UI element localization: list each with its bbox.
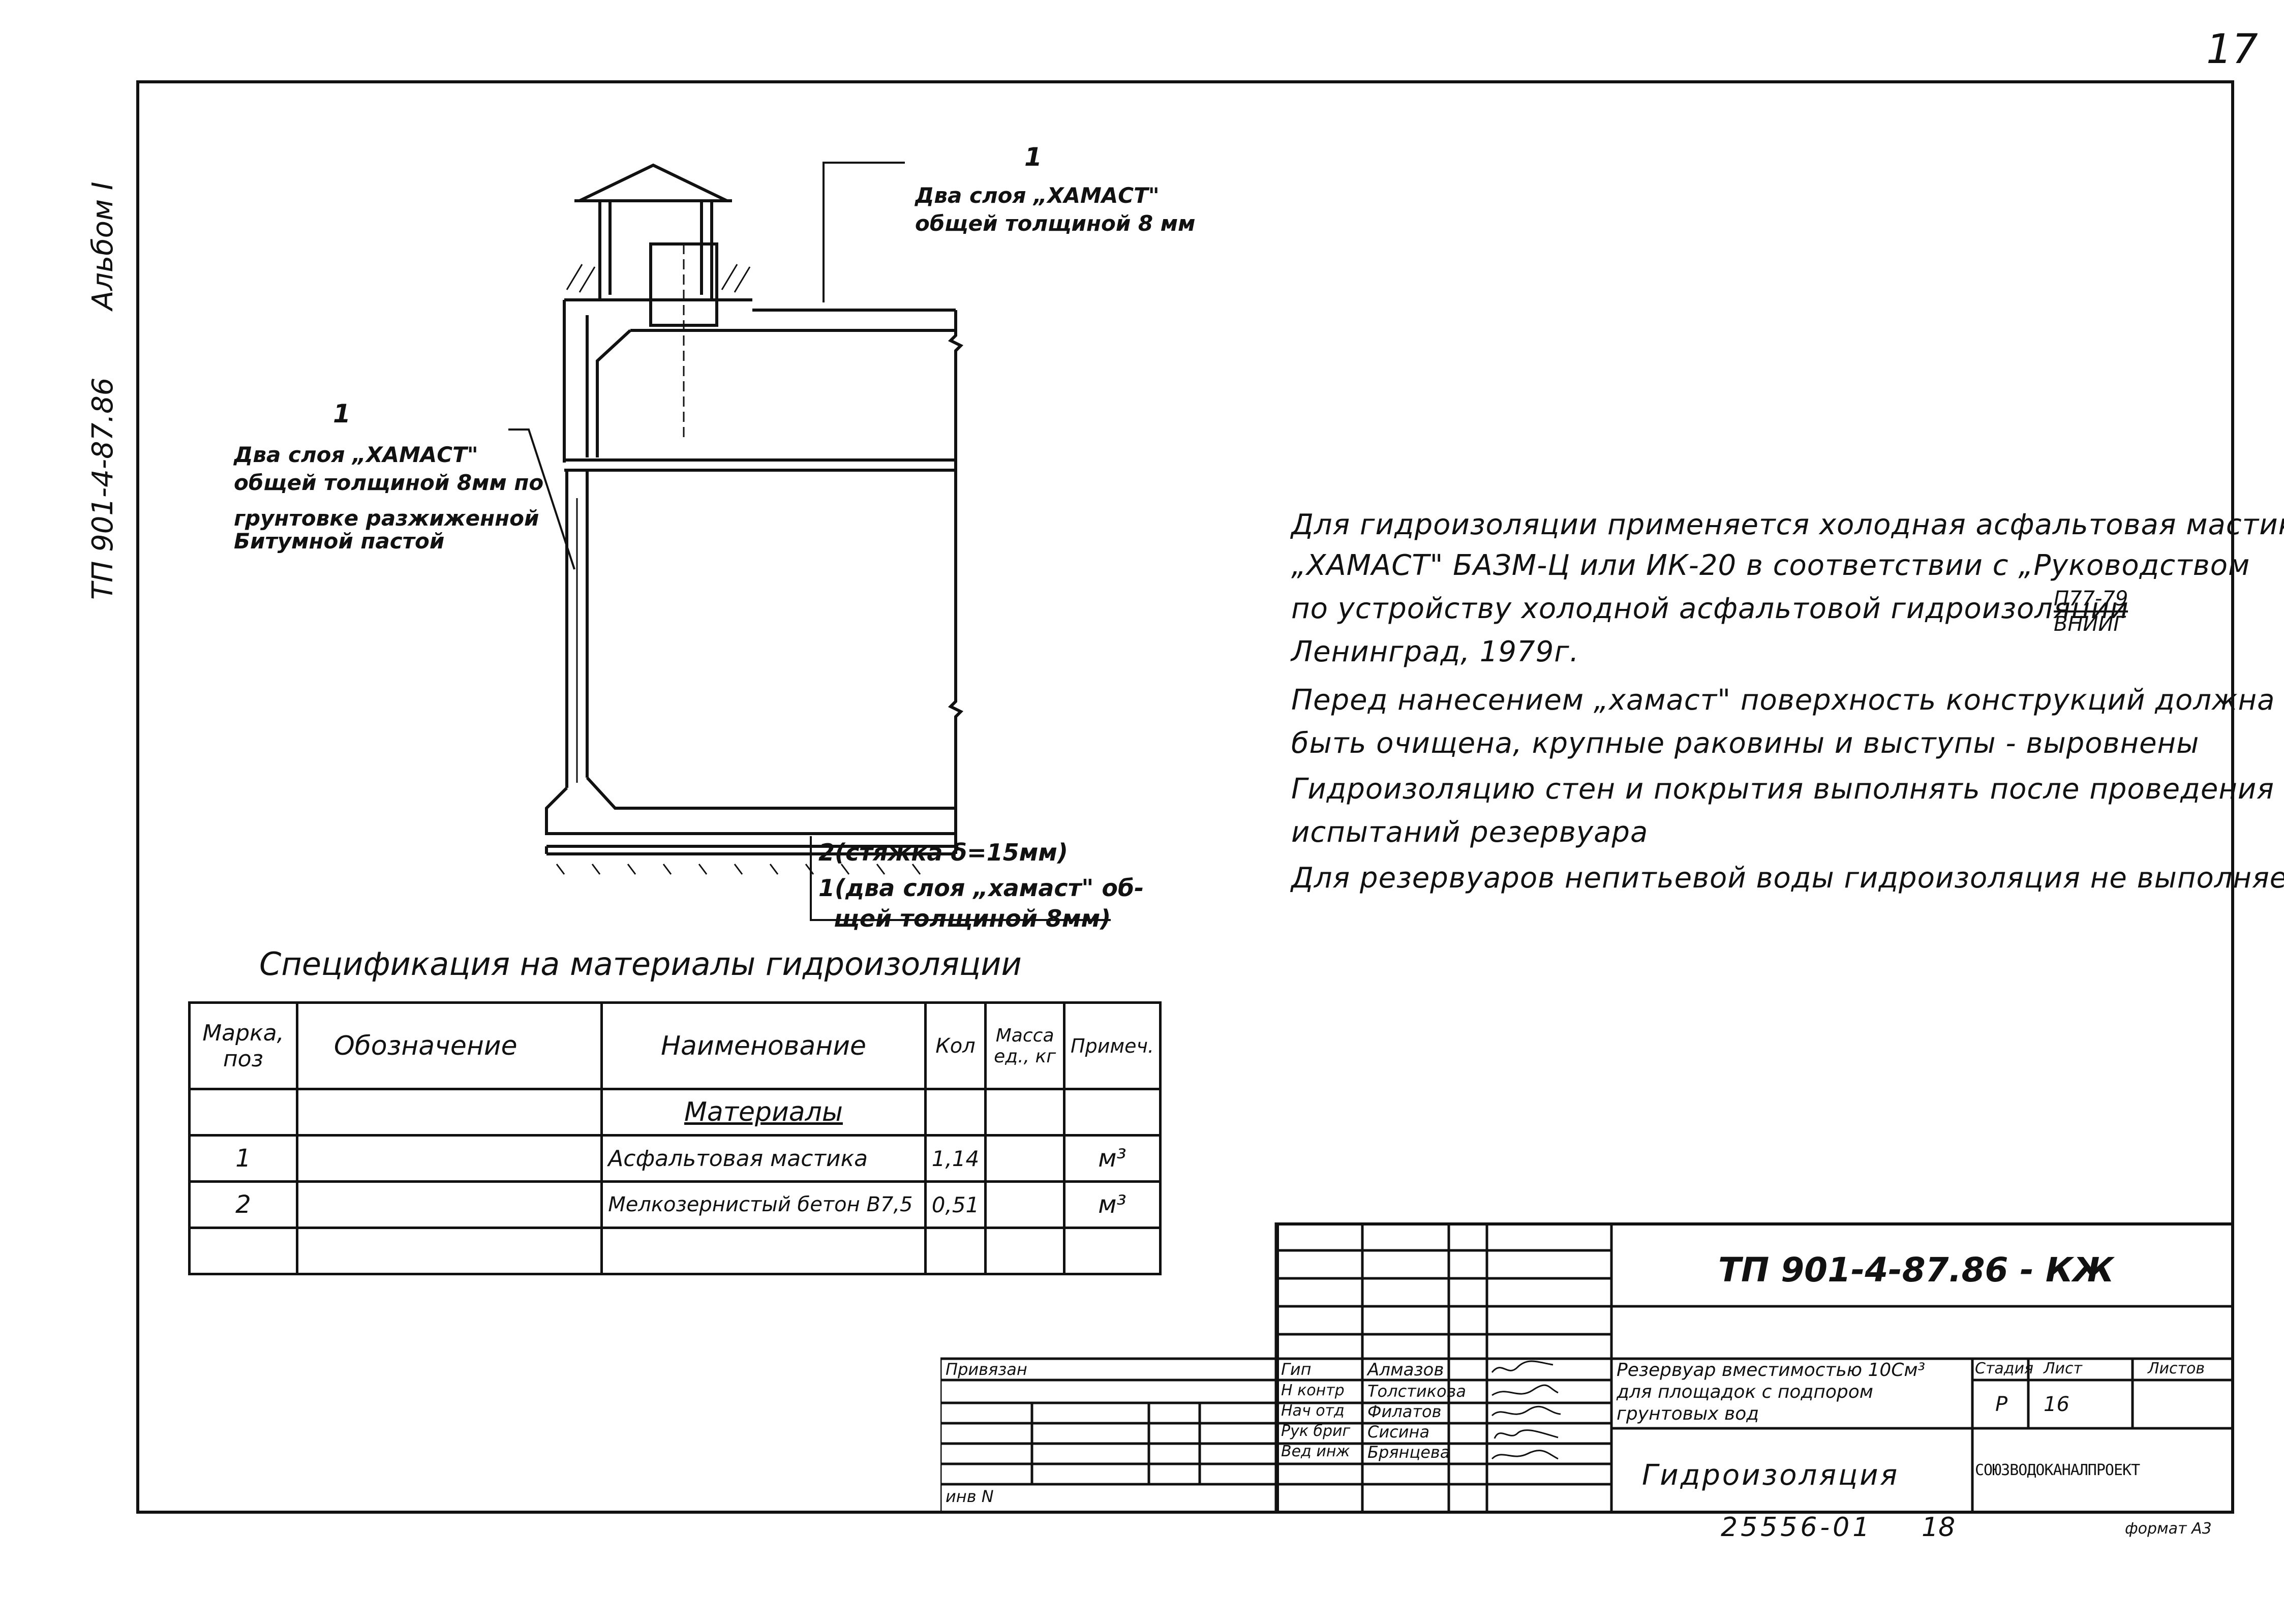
spec-row-designation	[295, 1180, 603, 1229]
sheets-label: Листов	[2148, 1360, 2205, 1377]
name-1: Толстикова	[1367, 1382, 1466, 1401]
callout-left-num: 1	[333, 399, 351, 428]
doc-code: ТП 901-4-87.86 - КЖ	[1718, 1250, 2114, 1290]
project-line-3: грунтовых вод	[1617, 1403, 1759, 1424]
note-line-4: Ленинград, 1979г.	[1291, 635, 1579, 668]
callout-bottom-line1: 2(стяжка δ=15мм)	[818, 839, 1068, 866]
spec-row-qty: 1,14	[924, 1134, 987, 1183]
spec-header-row: Марка, поз Обозначение Наименование Кол …	[188, 1001, 1162, 1090]
reservoir-section-drawing	[508, 162, 1111, 921]
name-3: Сисина	[1367, 1422, 1430, 1442]
spec-row-mass	[984, 1227, 1065, 1275]
note-fraction-top: П77-79	[2054, 587, 2128, 612]
spec-header-name: Наименование	[600, 1001, 927, 1090]
name-4: Брянцева	[1367, 1443, 1450, 1462]
callout-left-line3: грунтовке разжиженной	[234, 506, 539, 531]
table-row: 2 Мелкозернистый бетон В7,5 0,51 м³	[188, 1180, 1162, 1229]
callout-top-line1: Два слоя „ХАМАСТ"	[915, 183, 1160, 208]
stage-label: Стадия	[1975, 1360, 2034, 1377]
callout-left-line2: общей толщиной 8мм по	[234, 470, 544, 495]
note-line-5: Перед нанесением „хамаст" поверхность ко…	[1291, 684, 2275, 717]
callout-left-line4: Битумной пастой	[234, 529, 445, 554]
spec-row-note	[1063, 1227, 1162, 1275]
spec-title: Спецификация на материалы гидроизоляции	[259, 945, 1022, 983]
note-line-6: быть очищена, крупные раковины и выступы…	[1291, 727, 2200, 760]
note-line-2: „ХАМАСТ" БАЗМ-Ц или ИК-20 в соответствии…	[1291, 549, 2250, 582]
spec-row-name: Асфальтовая мастика	[600, 1134, 927, 1183]
note-line-3: по устройству холодной асфальтовой гидро…	[1291, 592, 2129, 625]
spec-row-mass	[984, 1134, 1065, 1183]
spec-row-mark: 2	[188, 1180, 298, 1229]
title-block	[1276, 1222, 2234, 1514]
note-fraction-bottom: ВНИИГ	[2054, 612, 2125, 636]
spec-row-mark	[188, 1227, 298, 1275]
spec-section-row: Материалы	[188, 1088, 1162, 1137]
role-1: Н контр	[1281, 1382, 1345, 1399]
side-album-label: Альбом I	[86, 181, 119, 310]
spec-row-mass	[984, 1180, 1065, 1229]
spec-row-qty	[924, 1227, 987, 1275]
spec-row-designation	[295, 1134, 603, 1183]
bottom-code: 25556-01	[1721, 1512, 1873, 1543]
spec-section-label: Материалы	[600, 1088, 927, 1137]
name-2: Филатов	[1367, 1402, 1442, 1421]
stage-value: Р	[1995, 1393, 2008, 1416]
project-line-2: для площадок с подпором	[1617, 1382, 1873, 1402]
callout-top-line2: общей толщиной 8 мм	[915, 211, 1196, 236]
spec-header-mark: Марка, поз	[188, 1001, 298, 1090]
role-0: Гип	[1281, 1360, 1312, 1379]
inv-label: инв N	[946, 1487, 994, 1506]
spec-row-name	[600, 1227, 927, 1275]
spec-row-designation	[295, 1227, 603, 1275]
project-line-1: Резервуар вместимостью 10См³	[1617, 1360, 1926, 1381]
title-block-grid	[940, 1222, 2234, 1514]
callout-top-num: 1	[1024, 142, 1042, 172]
spec-header-qty: Кол	[924, 1001, 987, 1090]
org-name: СОЮЗВОДОКАНАЛПРОЕКТ	[1975, 1461, 2140, 1479]
name-0: Алмазов	[1367, 1360, 1444, 1380]
signatures	[1491, 1360, 1561, 1460]
table-row	[188, 1227, 1162, 1275]
callout-left-line1: Два слоя „ХАМАСТ"	[234, 442, 478, 467]
sheet-title: Гидроизоляция	[1642, 1459, 1900, 1492]
table-row: 1 Асфальтовая мастика 1,14 м³	[188, 1134, 1162, 1183]
note-line-8: испытаний резервуара	[1291, 816, 1649, 849]
spec-row-name: Мелкозернистый бетон В7,5	[600, 1180, 927, 1229]
format-label: формат А3	[2125, 1520, 2212, 1538]
bound-label: Привязан	[946, 1360, 1027, 1379]
note-line-9: Для резервуаров непитьевой воды гидроизо…	[1291, 862, 2284, 895]
spec-table: Марка, поз Обозначение Наименование Кол …	[188, 1001, 1162, 1275]
spec-header-mass: Масса ед., кг	[984, 1001, 1065, 1090]
side-code-label: ТП 901-4-87.86	[86, 377, 119, 600]
note-line-7: Гидроизоляцию стен и покрытия выполнять …	[1291, 773, 2274, 806]
callout-bottom-line3: щей толщиной 8мм)	[834, 905, 1111, 932]
spec-row-note: м³	[1063, 1180, 1162, 1229]
bottom-page: 18	[1922, 1512, 1956, 1543]
callout-bottom-line2: 1(два слоя „хамаст" об-	[818, 874, 1144, 902]
note-line-1: Для гидроизоляции применяется холодная а…	[1291, 508, 2284, 541]
spec-row-mark: 1	[188, 1134, 298, 1183]
sheet-label: Лист	[2044, 1360, 2083, 1377]
sheet-value: 16	[2044, 1393, 2069, 1416]
spec-row-qty: 0,51	[924, 1180, 987, 1229]
spec-row-note: м³	[1063, 1134, 1162, 1183]
spec-header-designation: Обозначение	[295, 1001, 603, 1090]
role-2: Нач отд	[1281, 1402, 1345, 1420]
drawing-frame	[136, 80, 2234, 1514]
role-3: Рук бриг	[1281, 1422, 1351, 1440]
spec-header-note: Примеч.	[1063, 1001, 1162, 1090]
role-4: Вед инж	[1281, 1443, 1350, 1460]
sheet-number: 17	[2206, 25, 2258, 73]
